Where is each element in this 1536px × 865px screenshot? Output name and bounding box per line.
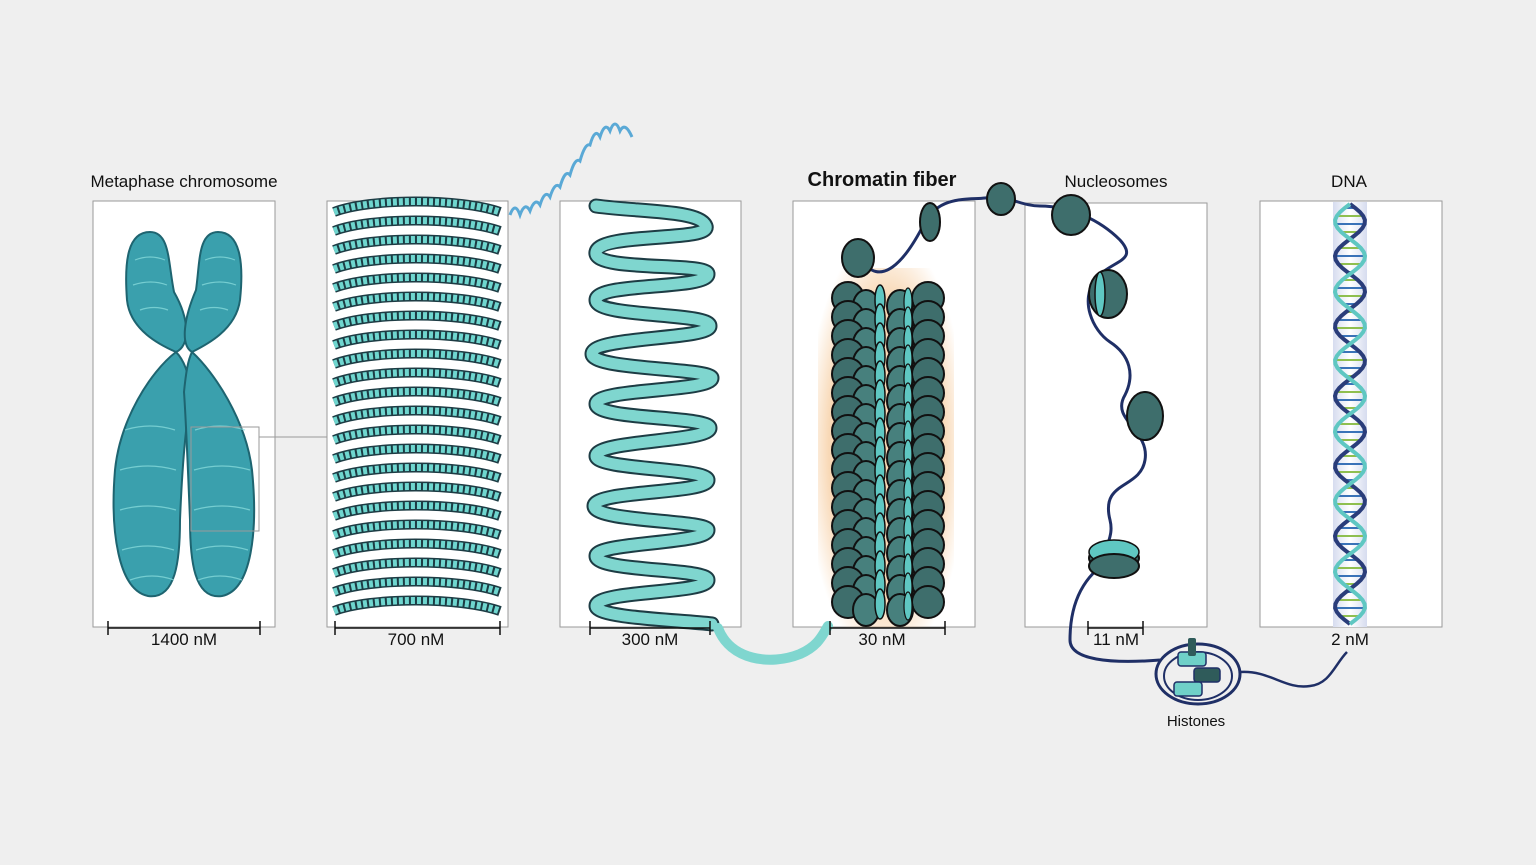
title-metaphase-chromosome: Metaphase chromosome — [90, 172, 277, 191]
loop-row — [332, 502, 502, 520]
nucleosome-chain-disks — [841, 182, 1091, 278]
loop-row — [332, 350, 502, 368]
scale-label-2: 2 nM — [1331, 630, 1369, 649]
nucleosome-beads — [1088, 269, 1164, 579]
backbone-2 — [1332, 202, 1368, 626]
loop-row — [332, 198, 502, 216]
dna-strand-tail — [1239, 651, 1348, 688]
histone-octamer-illustration — [1154, 638, 1242, 706]
zoom-box — [190, 426, 260, 532]
loop-row — [332, 293, 502, 311]
chromatin-fiber-illustration — [831, 281, 945, 627]
loop-row — [332, 559, 502, 577]
zigzag-300-fill — [586, 200, 718, 630]
loops-700-illustration — [332, 196, 502, 616]
scale-label-11: 11 nM — [1093, 630, 1139, 649]
loop-row — [332, 312, 502, 330]
loop-row — [332, 483, 502, 501]
loop-row — [332, 464, 502, 482]
loop-row — [332, 236, 502, 254]
scale-label-30: 30 nM — [858, 630, 905, 649]
loop-row — [332, 369, 502, 387]
loop-row — [332, 217, 502, 235]
callout-histones: Histones — [1167, 713, 1225, 730]
scale-label-1400: 1400 nM — [151, 630, 217, 649]
loop-row — [332, 407, 502, 425]
fiber-disk-core — [874, 588, 886, 620]
dna-helix-illustration — [1332, 202, 1368, 626]
coil-connector — [508, 122, 634, 220]
loop-row — [332, 331, 502, 349]
title-dna: DNA — [1331, 172, 1368, 191]
scale-bars — [107, 621, 1144, 635]
fiber-disk-core — [903, 591, 913, 621]
nucleosome-string — [1068, 279, 1161, 663]
title-chromatin-fiber: Chromatin fiber — [808, 169, 957, 191]
chromosome-illustration — [112, 230, 327, 598]
scale-label-700: 700 nM — [388, 630, 445, 649]
loop-row — [332, 597, 502, 615]
loop-row — [332, 388, 502, 406]
scale-label-300: 300 nM — [622, 630, 679, 649]
loop-row — [332, 255, 502, 273]
loop-row — [332, 426, 502, 444]
loop-row — [332, 445, 502, 463]
loop-row — [332, 274, 502, 292]
fiber-disk — [911, 585, 945, 619]
loop-row — [332, 540, 502, 558]
fiber-connector — [713, 621, 833, 665]
loop-row — [332, 578, 502, 596]
loop-row — [332, 521, 502, 539]
title-nucleosomes: Nucleosomes — [1065, 172, 1168, 191]
